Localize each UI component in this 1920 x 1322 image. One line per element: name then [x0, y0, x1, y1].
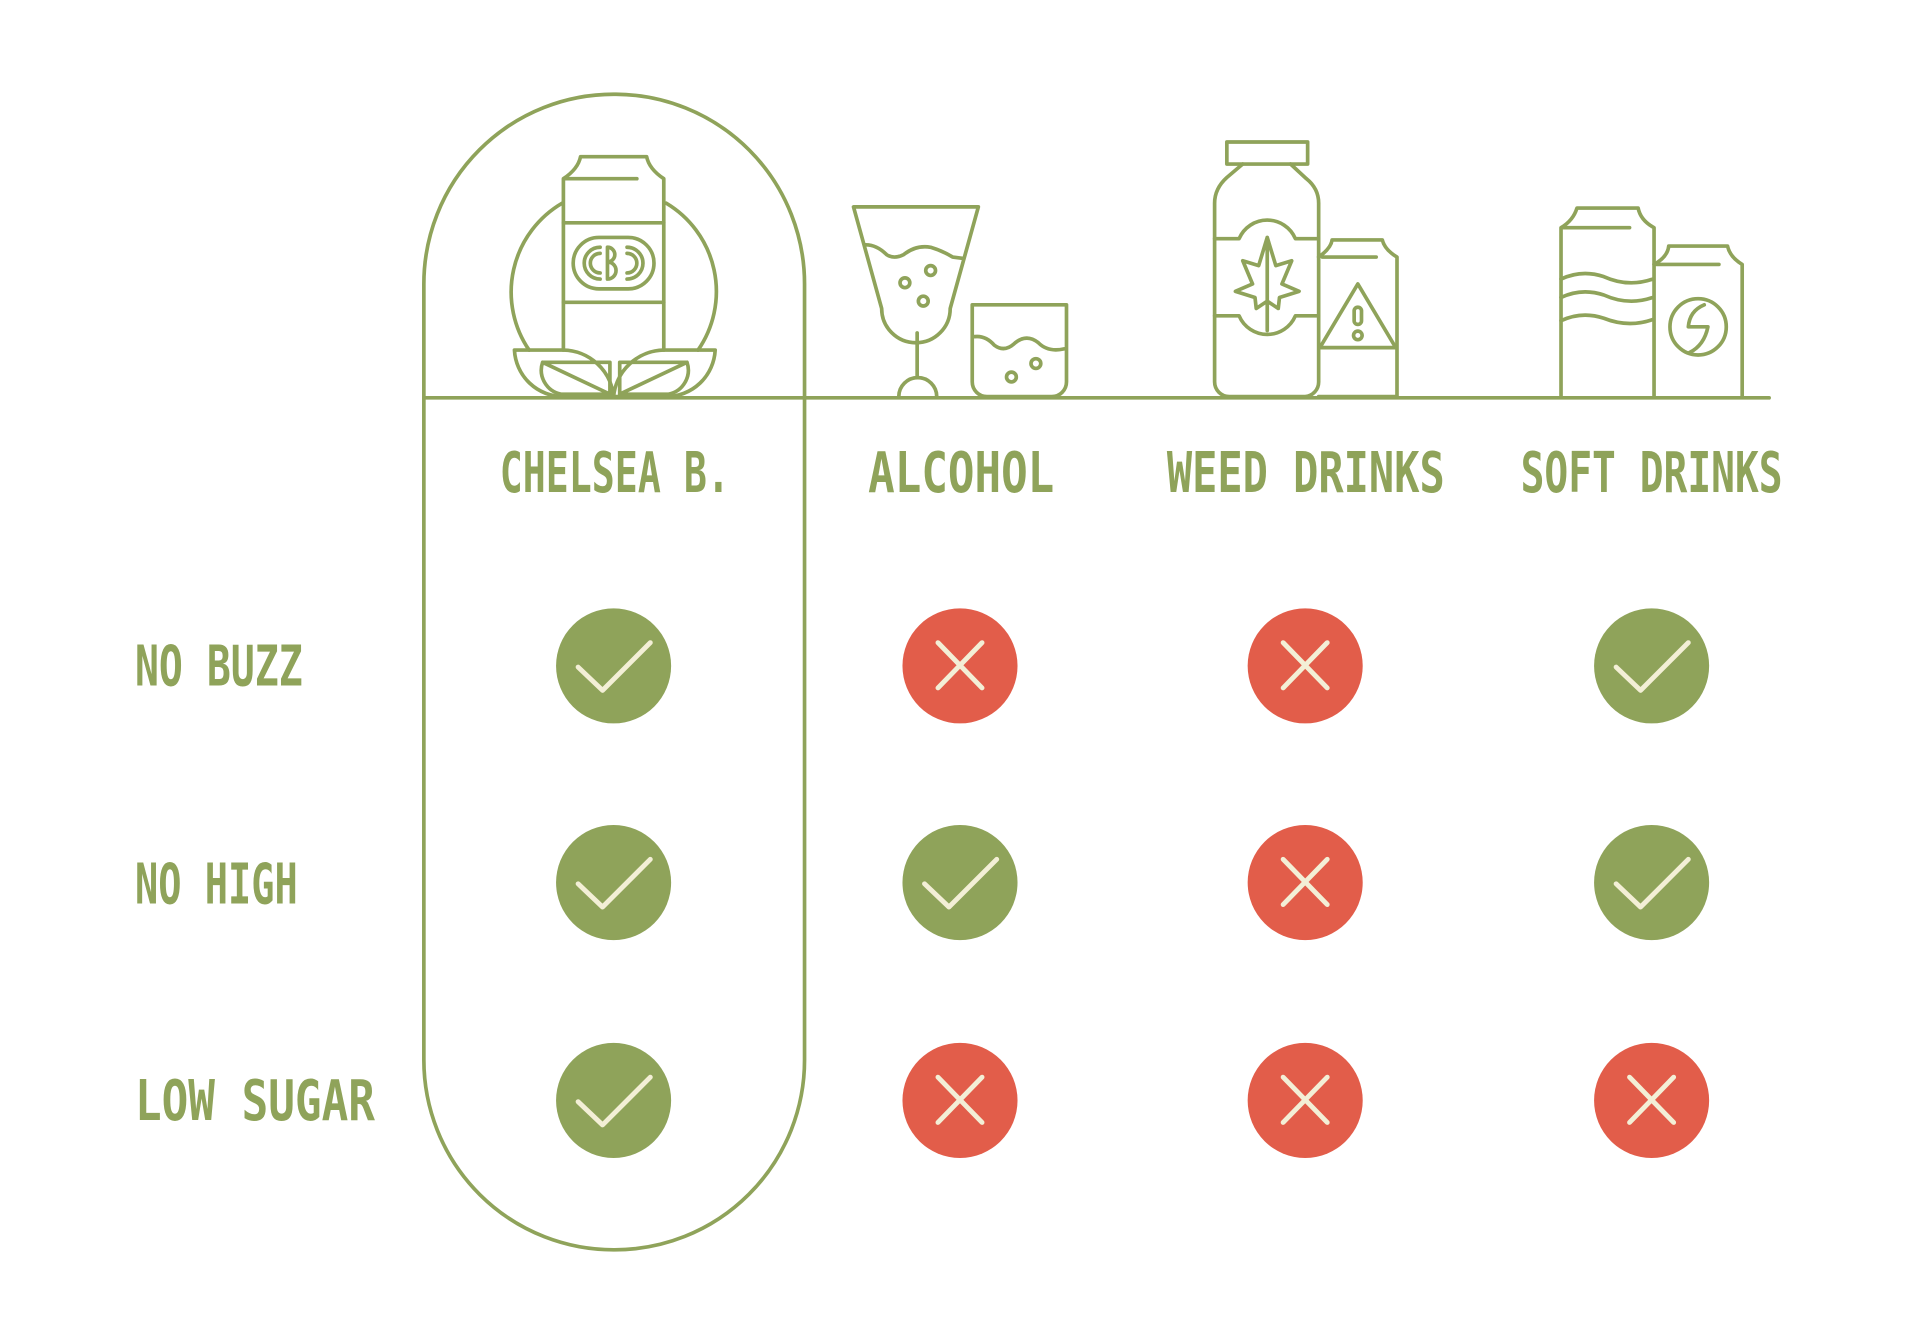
check-badge [902, 825, 1018, 941]
badge-circle [556, 825, 672, 941]
badge-circle [1594, 825, 1710, 941]
check-badge [556, 608, 672, 724]
badge-circle [556, 608, 672, 724]
column-label-soft-drinks: SOFT DRINKS [1521, 441, 1783, 506]
row-label-no-high: NO HIGH [135, 852, 298, 917]
row-label-low-sugar: LOW SUGAR [135, 1069, 375, 1134]
check-badge [1594, 825, 1710, 941]
soda-cans-icon [1559, 206, 1745, 399]
column-label-alcohol: ALCOHOL [868, 441, 1054, 506]
cross-badge [1247, 1042, 1363, 1158]
check-icon [1613, 856, 1691, 910]
check-badge [556, 825, 672, 941]
cannabis-bottle-and-can-icon [1212, 140, 1399, 399]
cbd-can-icon [509, 154, 719, 399]
comparison-marks [556, 608, 1710, 1158]
badge-circle [1594, 608, 1710, 724]
check-badge [1594, 608, 1710, 724]
close-icon [1280, 1074, 1330, 1125]
column-label-chelsea-b: CHELSEA B. [500, 441, 730, 506]
row-label-no-buzz: NO BUZZ [135, 634, 303, 699]
wine-glass-and-tumbler-icon [851, 205, 1069, 399]
cross-badge [1247, 825, 1363, 941]
badge-circle [556, 1042, 672, 1158]
highlight-column-outline [422, 92, 807, 1252]
column-label-weed-drinks: WEED DRINKS [1167, 441, 1445, 506]
badge-circle [902, 825, 1018, 941]
close-icon [935, 1074, 985, 1125]
cross-badge [902, 608, 1018, 724]
check-badge [556, 1042, 672, 1158]
cross-badge [1594, 1042, 1710, 1158]
check-icon [575, 856, 653, 910]
close-icon [935, 640, 985, 691]
close-icon [1280, 856, 1330, 908]
check-icon [575, 1074, 653, 1128]
close-icon [1627, 1074, 1677, 1125]
check-icon [575, 640, 653, 693]
cross-badge [902, 1042, 1018, 1158]
close-icon [1280, 640, 1330, 691]
check-icon [1613, 640, 1691, 693]
cross-badge [1247, 608, 1363, 724]
check-icon [922, 856, 1000, 910]
